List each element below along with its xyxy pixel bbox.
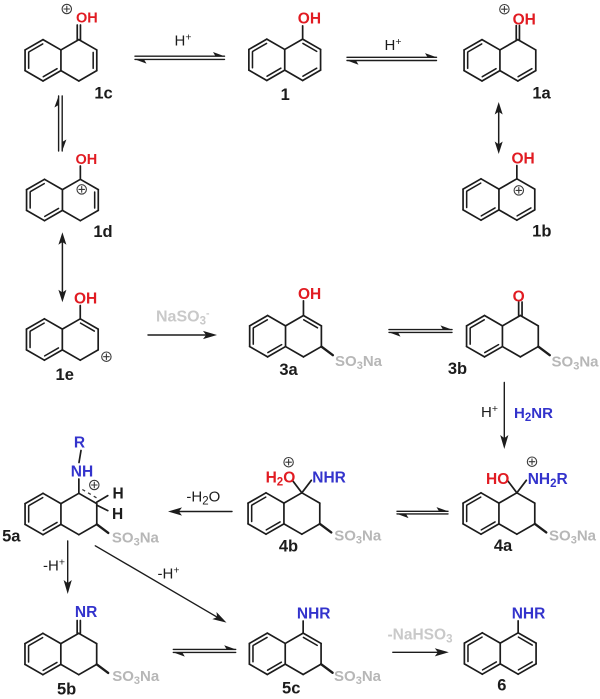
svg-text:SO3Na: SO3Na	[112, 668, 160, 687]
svg-text:NR: NR	[75, 604, 97, 621]
svg-text:OH: OH	[298, 286, 321, 303]
svg-text:O: O	[513, 289, 525, 306]
svg-text:OH: OH	[512, 150, 535, 167]
svg-text:3b: 3b	[448, 360, 467, 378]
svg-text:SO3Na: SO3Na	[334, 528, 382, 547]
svg-text:HO: HO	[486, 471, 509, 488]
svg-text:1: 1	[281, 86, 290, 104]
svg-text:NaSO3-: NaSO3-	[156, 308, 210, 328]
svg-text:SO3Na: SO3Na	[334, 668, 382, 687]
svg-text:OH: OH	[76, 152, 98, 168]
svg-text:SO3Na: SO3Na	[552, 354, 600, 373]
svg-text:H: H	[113, 485, 124, 502]
svg-text:3a: 3a	[279, 361, 298, 379]
svg-text:5c: 5c	[282, 679, 300, 697]
svg-text:-H2O: -H2O	[186, 489, 220, 508]
svg-text:OH: OH	[74, 291, 97, 308]
svg-text:-H+: -H+	[43, 557, 65, 575]
svg-text:5b: 5b	[57, 681, 76, 699]
svg-text:H+: H+	[385, 36, 402, 54]
svg-text:H: H	[112, 506, 123, 523]
svg-text:NHR: NHR	[512, 605, 546, 622]
svg-text:4b: 4b	[279, 538, 298, 556]
svg-text:NH2R: NH2R	[528, 471, 568, 490]
svg-text:NHR: NHR	[312, 470, 346, 487]
svg-text:1d: 1d	[93, 223, 112, 241]
svg-text:SO3Na: SO3Na	[112, 530, 160, 549]
svg-text:OH: OH	[76, 11, 98, 27]
svg-text:5a: 5a	[2, 528, 21, 546]
svg-text:1b: 1b	[532, 222, 551, 240]
svg-text:H2NR: H2NR	[514, 405, 553, 424]
svg-text:OH: OH	[298, 11, 321, 28]
svg-text:-NaHSO3: -NaHSO3	[388, 627, 453, 646]
svg-text:OH: OH	[513, 11, 536, 28]
svg-text:SO3Na: SO3Na	[549, 528, 597, 547]
svg-text:H+: H+	[175, 32, 192, 50]
svg-text:1c: 1c	[94, 84, 112, 102]
svg-text:-H+: -H+	[158, 565, 180, 583]
svg-text:1e: 1e	[56, 366, 74, 384]
svg-text:NH: NH	[71, 463, 93, 480]
svg-text:NHR: NHR	[297, 606, 331, 623]
svg-text:H2O: H2O	[266, 470, 296, 489]
svg-text:SO3Na: SO3Na	[335, 353, 383, 372]
svg-text:H+: H+	[481, 403, 498, 421]
svg-text:1a: 1a	[532, 85, 551, 103]
svg-text:4a: 4a	[494, 537, 513, 555]
svg-text:6: 6	[497, 677, 506, 695]
svg-text:R: R	[74, 435, 85, 452]
